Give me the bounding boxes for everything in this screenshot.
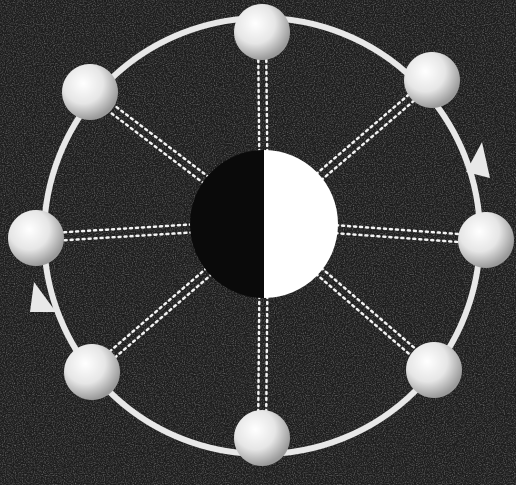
orbiting-body-top (234, 4, 290, 60)
orbiting-body-top-right (404, 52, 460, 108)
orbiting-body-bottom-right (406, 342, 462, 398)
orbiting-body-bottom (234, 410, 290, 466)
central-body (190, 150, 338, 298)
orbiting-body-top-left (62, 64, 118, 120)
orbiting-body-left (8, 210, 64, 266)
orbiting-body-right (458, 212, 514, 268)
orbiting-body-bottom-left (64, 344, 120, 400)
